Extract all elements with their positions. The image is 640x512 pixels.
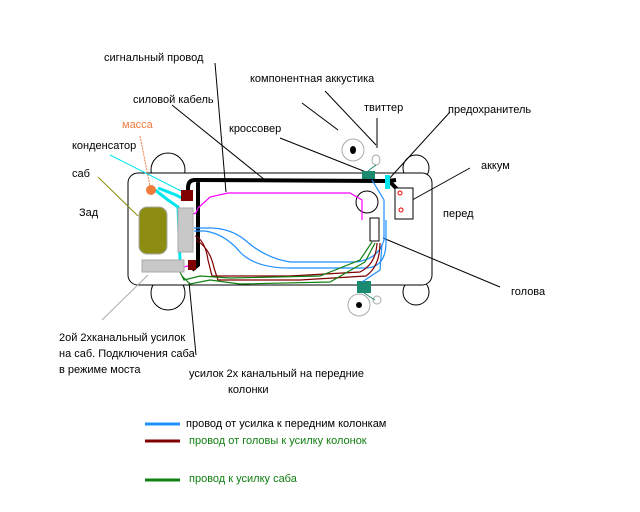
legend-label-sub: провод к усилку саба [189, 473, 297, 485]
leader-power [171, 104, 266, 181]
leader-sub-amp [101, 274, 149, 321]
label-sub: саб [72, 168, 90, 180]
crossover-wire [367, 164, 377, 172]
leader-head [382, 237, 501, 288]
label-tweeter: твиттер [364, 102, 404, 114]
label-front-amp-2: колонки [228, 384, 269, 396]
ground-point [146, 185, 156, 195]
head-amp-wire-2 [195, 239, 381, 281]
crossover-top [362, 171, 375, 182]
midbass-front-cone [350, 146, 356, 154]
subwoofer [138, 206, 168, 255]
speaker-wire-2 [194, 220, 387, 269]
speaker-wire-1 [194, 179, 385, 263]
fuse [385, 175, 390, 189]
legend-label-head: провод от головы к усилку колонок [189, 435, 367, 447]
leader-front-amp [188, 281, 197, 356]
steering-wheel [355, 190, 379, 214]
label-sub-amp: 2ой 2хканальный усилок на саб. Подключен… [59, 332, 195, 376]
label-fuse: предохранитель [448, 104, 532, 116]
label-signal-wire: сигнальный провод [104, 52, 204, 64]
head-amp-wire-1 [194, 235, 378, 277]
label-front: перед [443, 208, 474, 220]
leader-signal [214, 62, 227, 193]
signal-wire [189, 192, 363, 220]
speaker-wire-3 [361, 243, 383, 283]
leader-fuse [387, 111, 451, 181]
leader-ground [139, 135, 151, 187]
label-front-amp-1: усилок 2х канальный на передние [189, 368, 364, 380]
leader-capacitor [109, 154, 186, 194]
capacitor [181, 190, 193, 201]
sub-wire-1 [179, 241, 373, 281]
crossover-wire-2 [363, 292, 376, 301]
capacitor-2 [188, 260, 196, 270]
label-power-cable: силовой кабель [133, 94, 214, 106]
label-head-unit: голова [511, 286, 546, 298]
crossover-bottom [357, 281, 371, 293]
battery-terminal [397, 190, 403, 196]
front-amp [177, 207, 194, 253]
label-rear: Зад [79, 207, 99, 219]
label-ground: масса [122, 119, 153, 131]
battery-terminal-2 [398, 207, 404, 213]
leader-crossover [279, 137, 367, 173]
leader-acoustics-1 [301, 102, 339, 131]
sub-wire-2 [181, 242, 376, 285]
legend-label-speaker: провод от усилка к передним колонкам [186, 418, 387, 430]
tweeter-front [371, 154, 381, 166]
head-unit [369, 217, 380, 242]
label-component-acoustics: компонентная аккустика [250, 73, 375, 85]
tweeter-rear [372, 295, 382, 305]
label-crossover: кроссовер [229, 123, 282, 135]
leader-battery [404, 167, 471, 205]
label-capacitor: конденсатор [72, 140, 137, 152]
leader-acoustics-2 [324, 90, 377, 146]
midbass-rear-cone [356, 302, 362, 308]
leader-sub [97, 176, 139, 217]
sub-amp [141, 259, 185, 273]
label-battery: аккум [481, 160, 510, 172]
